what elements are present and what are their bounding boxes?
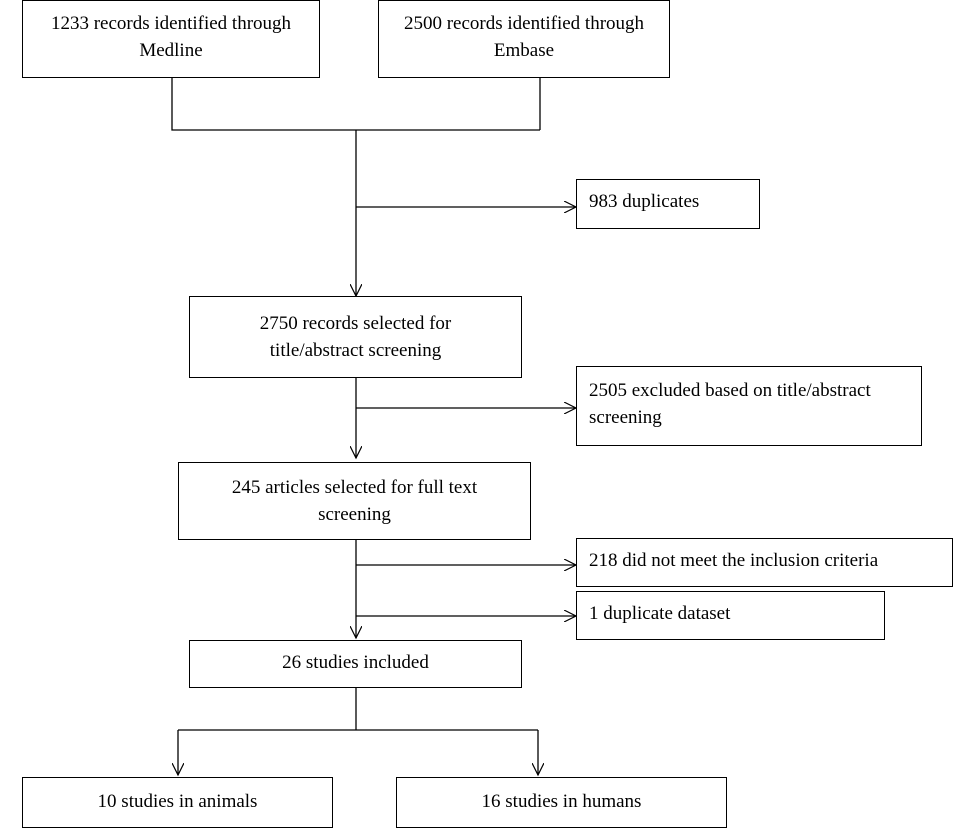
excluded-title-box: 2505 excluded based on title/abstract sc… xyxy=(576,366,922,446)
animals-label: 10 studies in animals xyxy=(97,791,258,812)
embase-line-1: 2500 records identified through xyxy=(403,13,645,34)
excluded-title-line-1: 2505 excluded based on title/abstract xyxy=(589,380,871,401)
excluded-title-line-2: screening xyxy=(589,407,662,428)
title-screening-line-2: title/abstract screening xyxy=(269,340,442,361)
included-label: 26 studies included xyxy=(282,652,429,673)
full-text-box: 245 articles selected for full text scre… xyxy=(178,462,531,540)
full-text-line-2: screening xyxy=(318,504,391,525)
not-meet-criteria-box: 218 did not meet the inclusion criteria xyxy=(576,538,953,587)
duplicates-box: 983 duplicates xyxy=(576,179,760,229)
included-box: 26 studies included xyxy=(189,640,522,688)
split-connector xyxy=(178,688,538,731)
embase-box: 2500 records identified through Embase xyxy=(378,0,670,78)
title-screening-line-1: 2750 records selected for xyxy=(259,313,452,334)
full-text-line-1: 245 articles selected for full text xyxy=(231,477,478,498)
title-screening-box: 2750 records selected for title/abstract… xyxy=(189,296,522,378)
embase-line-2: Embase xyxy=(493,40,555,61)
medline-line-1: 1233 records identified through xyxy=(50,13,292,34)
animals-box: 10 studies in animals xyxy=(22,777,333,828)
duplicate-dataset-box: 1 duplicate dataset xyxy=(576,591,885,640)
duplicate-dataset-label: 1 duplicate dataset xyxy=(589,603,731,624)
not-meet-criteria-label: 218 did not meet the inclusion criteria xyxy=(589,550,879,571)
medline-box: 1233 records identified through Medline xyxy=(22,0,320,78)
humans-label: 16 studies in humans xyxy=(481,791,642,812)
duplicates-label: 983 duplicates xyxy=(589,191,700,212)
medline-connector xyxy=(171,78,540,131)
medline-line-2: Medline xyxy=(139,40,203,61)
humans-box: 16 studies in humans xyxy=(396,777,727,828)
